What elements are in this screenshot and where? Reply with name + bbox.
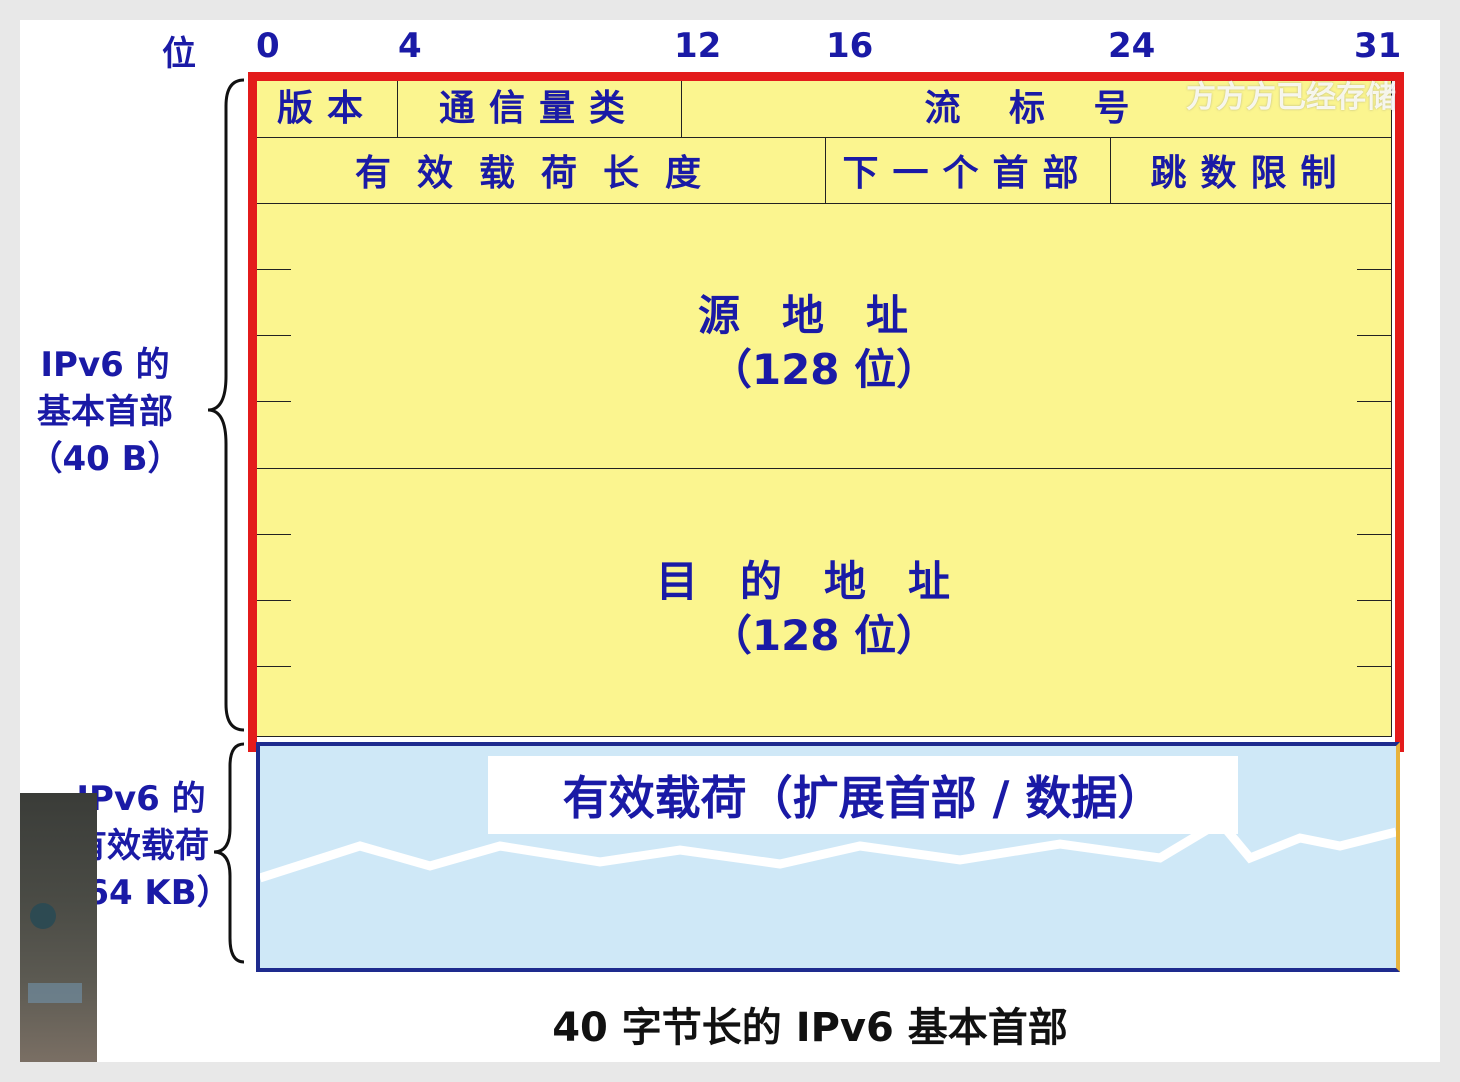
tick-mark bbox=[257, 269, 291, 270]
row-divider bbox=[257, 468, 1391, 469]
destination-address-bits: （128 位） bbox=[709, 611, 939, 660]
highlight-frame bbox=[248, 72, 1404, 752]
field-source-address: 源地址 （128 位） bbox=[257, 289, 1391, 397]
diagram-caption: 40 字节长的 IPv6 基本首部 bbox=[552, 1005, 1068, 1051]
bit-mark-31: 31 bbox=[1354, 26, 1402, 66]
side-label-line: IPv6 的 bbox=[40, 345, 170, 385]
col-divider bbox=[825, 137, 826, 203]
source-address-bits: （128 位） bbox=[709, 345, 939, 394]
side-label-line: 基本首部 bbox=[37, 392, 173, 432]
globe-icon bbox=[30, 903, 56, 929]
tick-mark bbox=[257, 401, 291, 402]
watermark-text: 方方方已经存储 bbox=[1186, 80, 1396, 115]
destination-address-name: 目的地址 bbox=[655, 557, 992, 606]
field-destination-address: 目的地址 （128 位） bbox=[257, 555, 1391, 663]
tick-mark bbox=[1357, 534, 1391, 535]
slide: 位 0 4 12 16 24 31 版本 通信量类 流 标 号 有效载荷长度 下… bbox=[20, 20, 1440, 1062]
tick-mark bbox=[257, 666, 291, 667]
ipv6-header-block: 版本 通信量类 流 标 号 有效载荷长度 下一个首部 跳数限制 源地址 （128… bbox=[256, 72, 1392, 737]
side-label-line: IPv6 的 bbox=[76, 779, 206, 819]
col-divider bbox=[1110, 137, 1111, 203]
col-divider bbox=[681, 73, 682, 137]
side-label-line: （40 B） bbox=[28, 439, 182, 479]
brace-header-icon bbox=[207, 78, 245, 732]
field-traffic-class: 通信量类 bbox=[438, 88, 639, 129]
field-hop-limit: 跳数限制 bbox=[1150, 153, 1351, 194]
row-divider bbox=[257, 203, 1391, 204]
tick-mark bbox=[257, 600, 291, 601]
bit-mark-0: 0 bbox=[256, 26, 280, 66]
tick-mark bbox=[1357, 269, 1391, 270]
field-payload-length: 有效载荷长度 bbox=[354, 153, 727, 194]
shelf-object bbox=[28, 983, 82, 1003]
bit-axis-label: 位 bbox=[162, 34, 196, 74]
payload-break-line bbox=[260, 816, 1396, 883]
col-divider bbox=[397, 73, 398, 137]
bit-mark-24: 24 bbox=[1108, 26, 1156, 66]
field-version: 版本 bbox=[276, 88, 377, 129]
row-divider bbox=[257, 137, 1391, 138]
side-label-basic-header: IPv6 的 基本首部 （40 B） bbox=[20, 342, 190, 483]
payload-label: 有效载荷（扩展首部 / 数据） bbox=[488, 756, 1238, 834]
tick-mark bbox=[1357, 401, 1391, 402]
tick-mark bbox=[257, 335, 291, 336]
tick-mark bbox=[1357, 666, 1391, 667]
brace-payload-icon bbox=[213, 742, 245, 964]
field-next-header: 下一个首部 bbox=[842, 153, 1093, 194]
tick-mark bbox=[1357, 335, 1391, 336]
bit-mark-4: 4 bbox=[398, 26, 422, 66]
side-label-payload: IPv6 的 有效载荷 （64 KB） bbox=[46, 776, 236, 917]
bit-mark-16: 16 bbox=[826, 26, 874, 66]
bit-mark-12: 12 bbox=[674, 26, 722, 66]
source-address-name: 源地址 bbox=[697, 291, 950, 340]
brace-icons bbox=[207, 78, 245, 964]
tick-mark bbox=[257, 534, 291, 535]
tick-mark bbox=[1357, 600, 1391, 601]
webcam-overlay bbox=[20, 793, 97, 1062]
field-flow-label: 流 标 号 bbox=[924, 88, 1148, 129]
